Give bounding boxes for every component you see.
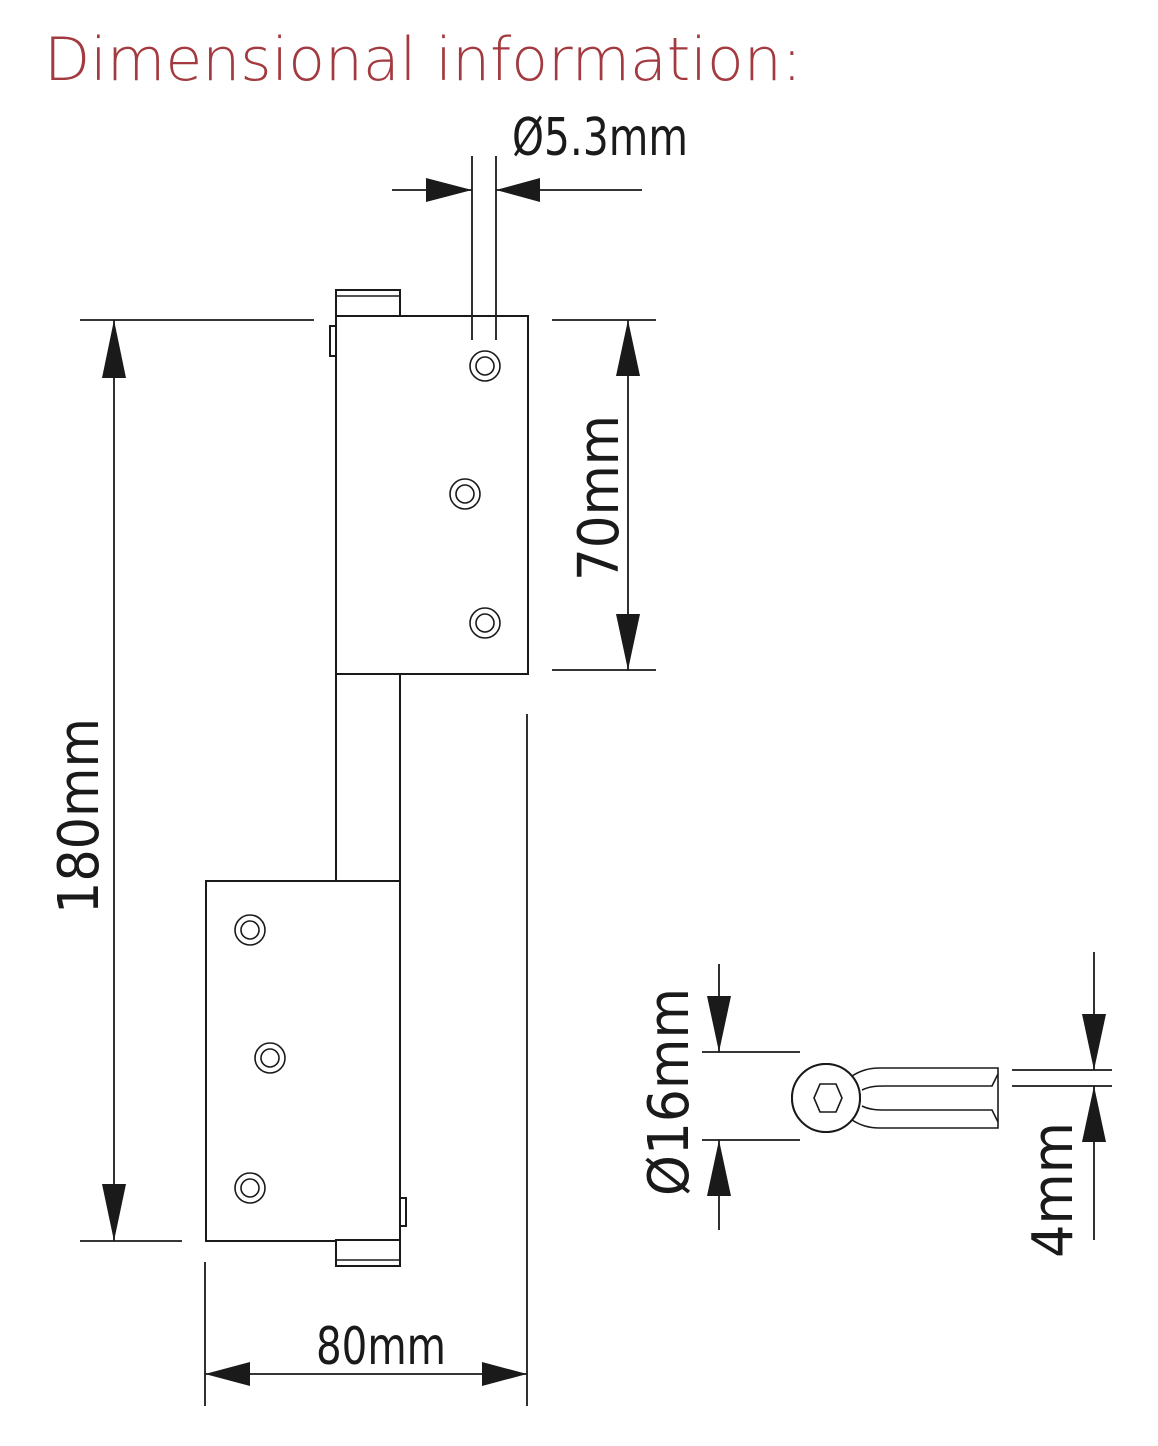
- hex-socket: [813, 1083, 843, 1113]
- leaf-thickness-dimension: 4mm: [1012, 952, 1112, 1258]
- top-pin-cap: [335, 289, 401, 319]
- hole-diameter-label: Ø5.3mm: [512, 108, 688, 168]
- upper-tab: [329, 325, 337, 357]
- page-title: Dimensional information:: [44, 25, 802, 95]
- leaf-height-dimension: 70mm: [552, 319, 656, 671]
- hole-diameter-dimension: Ø5.3mm: [392, 108, 688, 340]
- upper-leaf: [335, 315, 529, 675]
- hinge-side-view: [791, 1063, 999, 1133]
- leaf-thickness-label: 4mm: [1021, 1122, 1086, 1258]
- bottom-pin-cap: [335, 1239, 401, 1267]
- knuckle-diameter-dimension: Ø16mm: [637, 964, 800, 1230]
- overall-width-dimension: 80mm: [204, 714, 528, 1406]
- leaf-height-label: 70mm: [567, 415, 632, 581]
- hinge-front-view: [205, 289, 529, 1267]
- upper-leaf-holes: [449, 350, 501, 639]
- lower-tab: [399, 1197, 407, 1227]
- knuckle-diameter-label: Ø16mm: [637, 988, 702, 1196]
- lower-leaf-holes: [234, 914, 286, 1204]
- lower-leaf: [205, 880, 401, 1242]
- overall-height-dimension: 180mm: [47, 319, 314, 1242]
- overall-width-label: 80mm: [316, 1317, 446, 1377]
- overall-height-label: 180mm: [47, 718, 112, 914]
